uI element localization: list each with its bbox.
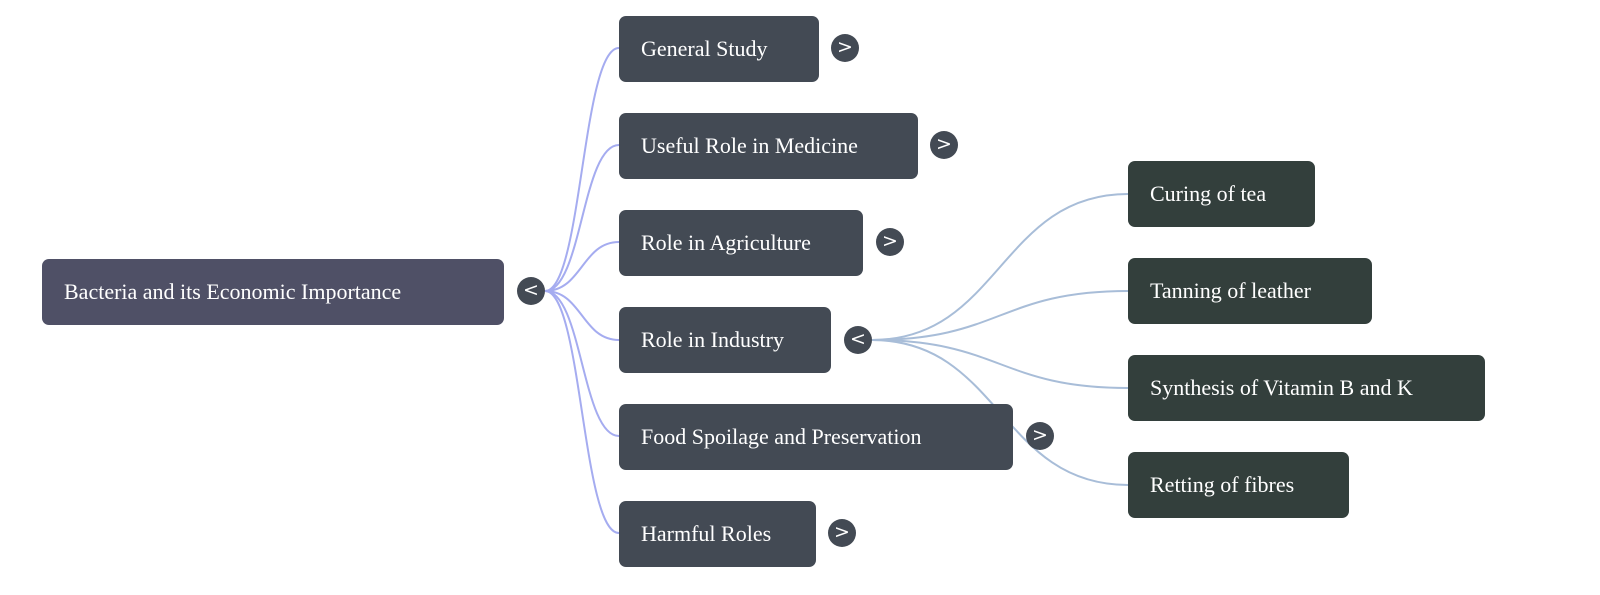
link-root-to-child-0 <box>544 47 620 292</box>
node-tanning-of-leather[interactable]: Tanning of leather <box>1128 258 1372 324</box>
node-general-study[interactable]: General Study <box>619 16 819 82</box>
link-root-to-child-1 <box>544 144 620 292</box>
node-curing-of-tea[interactable]: Curing of tea <box>1128 161 1315 227</box>
expand-toggle-food-spoilage[interactable]: > <box>1026 422 1054 450</box>
link-industry-to-child-1 <box>871 290 1129 341</box>
node-synthesis-vitamin[interactable]: Synthesis of Vitamin B and K <box>1128 355 1485 421</box>
link-root-to-child-2 <box>544 241 620 292</box>
expand-toggle-medicine[interactable]: > <box>930 131 958 159</box>
expand-toggle-agriculture[interactable]: > <box>876 228 904 256</box>
root-node[interactable]: Bacteria and its Economic Importance <box>42 259 504 325</box>
collapse-toggle-industry[interactable]: < <box>844 326 872 354</box>
node-role-industry[interactable]: Role in Industry <box>619 307 831 373</box>
expand-toggle-general-study[interactable]: > <box>831 34 859 62</box>
link-industry-to-child-0 <box>871 193 1129 341</box>
link-root-to-child-5 <box>544 290 620 534</box>
link-industry-to-child-2 <box>871 339 1129 389</box>
expand-toggle-harmful-roles[interactable]: > <box>828 519 856 547</box>
node-retting-of-fibres[interactable]: Retting of fibres <box>1128 452 1349 518</box>
link-root-to-child-3 <box>544 290 620 341</box>
node-food-spoilage[interactable]: Food Spoilage and Preservation <box>619 404 1013 470</box>
node-useful-role-medicine[interactable]: Useful Role in Medicine <box>619 113 918 179</box>
node-role-agriculture[interactable]: Role in Agriculture <box>619 210 863 276</box>
root-collapse-toggle[interactable]: < <box>517 277 545 305</box>
node-harmful-roles[interactable]: Harmful Roles <box>619 501 816 567</box>
link-root-to-child-4 <box>544 290 620 437</box>
